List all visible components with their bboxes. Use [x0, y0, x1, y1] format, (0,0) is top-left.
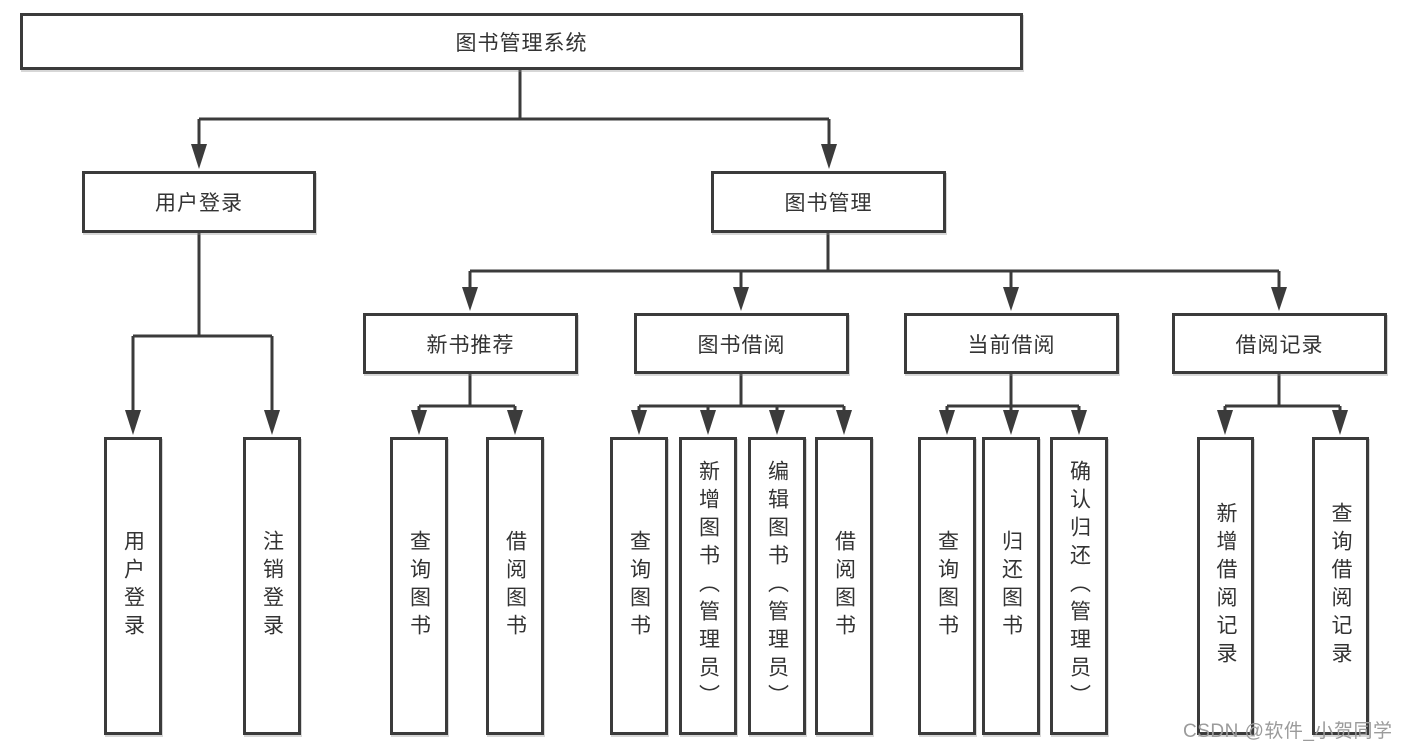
node-new-books: 新书推荐 — [363, 313, 578, 374]
connector-book-borrow-to-leaves — [637, 374, 846, 412]
leaf-logout-login-label: 注销登录 — [260, 530, 284, 642]
leaf-borrow-books-2: 借阅图书 — [815, 437, 873, 735]
leaf-borrow-books-1: 借阅图书 — [486, 437, 544, 735]
leaf-user-login: 用户登录 — [104, 437, 162, 735]
leaf-edit-books-admin: 编辑图书（管理员） — [748, 437, 806, 735]
node-root: 图书管理系统 — [20, 13, 1023, 70]
leaf-add-borrow-record: 新增借阅记录 — [1197, 437, 1254, 735]
csdn-watermark: CSDN @软件_小贺同学 — [1183, 721, 1393, 742]
leaf-user-login-label: 用户登录 — [121, 530, 145, 642]
leaf-query-borrow-record: 查询借阅记录 — [1312, 437, 1369, 735]
leaf-add-borrow-record-label: 新增借阅记录 — [1214, 502, 1237, 670]
node-book-borrow: 图书借阅 — [634, 313, 849, 374]
leaf-borrow-books-2-label: 借阅图书 — [832, 530, 856, 642]
connector-new-books-to-leaves — [417, 374, 517, 412]
connector-borrow-records-to-leaves — [1223, 374, 1342, 412]
node-book-borrow-label: 图书借阅 — [697, 333, 786, 357]
leaf-confirm-return-admin: 确认归还（管理员） — [1050, 437, 1108, 735]
connector-book-mgmt-to-level3 — [468, 233, 1281, 288]
node-user-login: 用户登录 — [82, 171, 316, 233]
leaf-add-books-admin-label: 新增图书（管理员） — [696, 460, 720, 712]
leaf-query-books-3-label: 查询图书 — [935, 530, 959, 642]
leaf-borrow-books-1-label: 借阅图书 — [503, 530, 527, 642]
leaf-query-books-2-label: 查询图书 — [627, 530, 651, 642]
leaf-query-books-2: 查询图书 — [610, 437, 668, 735]
leaf-return-books-label: 归还图书 — [999, 530, 1023, 642]
leaf-query-books-3: 查询图书 — [918, 437, 976, 735]
node-root-label: 图书管理系统 — [455, 31, 588, 55]
node-user-login-label: 用户登录 — [155, 192, 243, 215]
leaf-query-borrow-record-label: 查询借阅记录 — [1329, 502, 1352, 670]
connector-user-login-to-leaves — [131, 233, 274, 412]
arrowheads — [125, 144, 1348, 435]
leaf-confirm-return-admin-label: 确认归还（管理员） — [1067, 460, 1091, 712]
node-current-borrow-label: 当前借阅 — [967, 333, 1056, 357]
node-new-books-label: 新书推荐 — [426, 333, 515, 357]
node-book-mgmt: 图书管理 — [711, 171, 946, 233]
leaf-logout-login: 注销登录 — [243, 437, 301, 735]
connector-root-to-level2 — [197, 68, 831, 146]
node-borrow-records-label: 借阅记录 — [1235, 333, 1324, 357]
node-book-mgmt-label: 图书管理 — [784, 192, 873, 215]
leaf-query-books-1: 查询图书 — [390, 437, 448, 735]
node-borrow-records: 借阅记录 — [1172, 313, 1387, 374]
leaf-edit-books-admin-label: 编辑图书（管理员） — [765, 460, 789, 712]
leaf-query-books-1-label: 查询图书 — [407, 530, 431, 642]
leaf-add-books-admin: 新增图书（管理员） — [679, 437, 737, 735]
leaf-return-books: 归还图书 — [982, 437, 1040, 735]
node-current-borrow: 当前借阅 — [904, 313, 1119, 374]
connector-current-borrow-to-leaves — [945, 374, 1081, 412]
